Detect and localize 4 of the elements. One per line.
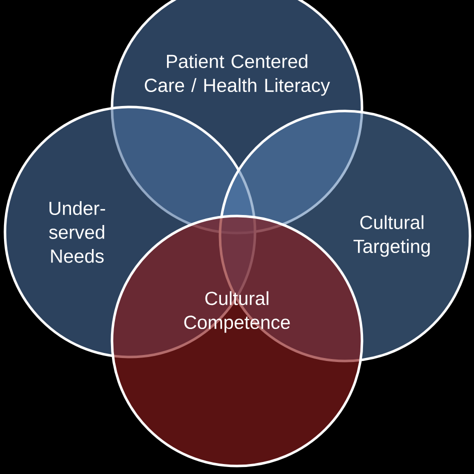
circle-label: Patient Centered Care / Health Literacy [144, 54, 330, 96]
circle-label: Cultural Targeting [354, 215, 430, 257]
circle-label: Cultural Competence [184, 291, 290, 333]
circle-label: Under-served Needs [49, 201, 106, 263]
